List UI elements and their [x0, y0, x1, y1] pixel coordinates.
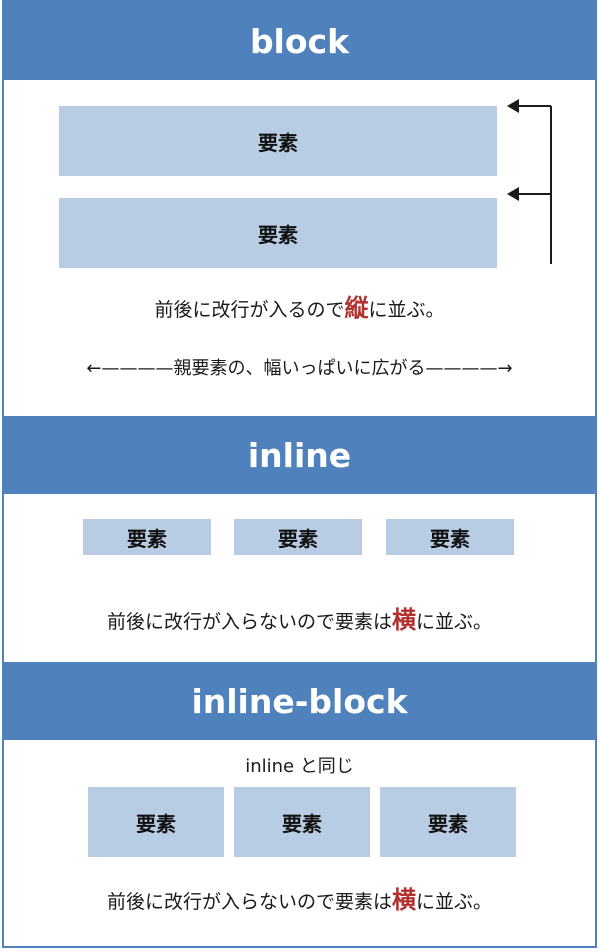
inline-element-2: 要素: [234, 519, 362, 555]
element-label: 要素: [278, 526, 318, 551]
caption-text-end: に並ぶ。: [416, 891, 493, 913]
inline-block-header: inline-block: [4, 662, 595, 740]
caption-text-end: に並ぶ。: [368, 299, 445, 321]
inline-header: inline: [4, 416, 595, 494]
caption-emphasis: 横: [392, 606, 416, 634]
block-caption: 前後に改行が入るので縦に並ぶ。: [4, 288, 595, 323]
inline-block-note: inline と同じ: [245, 756, 354, 777]
block-title: block: [249, 21, 350, 61]
element-label: 要素: [136, 811, 176, 836]
caption-emphasis: 横: [392, 886, 416, 914]
caption-text: 前後に改行が入るので: [154, 299, 345, 321]
caption-emphasis: 縦: [344, 294, 369, 322]
inline-element-3: 要素: [386, 519, 514, 555]
inline-block-element-2: 要素: [234, 787, 370, 857]
block-element-2: 要素: [59, 198, 497, 268]
element-label: 要素: [127, 526, 167, 551]
inline-block-caption: 前後に改行が入らないので要素は横に並ぶ。: [4, 880, 595, 915]
inline-element-1: 要素: [83, 519, 211, 555]
inline-block-title: inline-block: [191, 681, 408, 721]
block-element-1: 要素: [59, 106, 497, 176]
width-note: ←————親要素の、幅いっぱいに広がる————→: [86, 358, 513, 379]
inline-block-element-1: 要素: [88, 787, 224, 857]
caption-text: 前後に改行が入らないので要素は: [106, 891, 392, 913]
inline-title: inline: [247, 435, 352, 475]
inline-block-element-3: 要素: [380, 787, 516, 857]
caption-text: 前後に改行が入らないので要素は: [106, 611, 392, 633]
element-label: 要素: [282, 811, 322, 836]
block-header: block: [4, 2, 595, 80]
element-label: 要素: [258, 222, 298, 247]
element-label: 要素: [258, 130, 298, 155]
inline-caption: 前後に改行が入らないので要素は横に並ぶ。: [4, 600, 595, 635]
stack-arrows-icon: [507, 99, 552, 264]
element-label: 要素: [430, 526, 470, 551]
caption-text-end: に並ぶ。: [416, 611, 493, 633]
element-label: 要素: [428, 811, 468, 836]
